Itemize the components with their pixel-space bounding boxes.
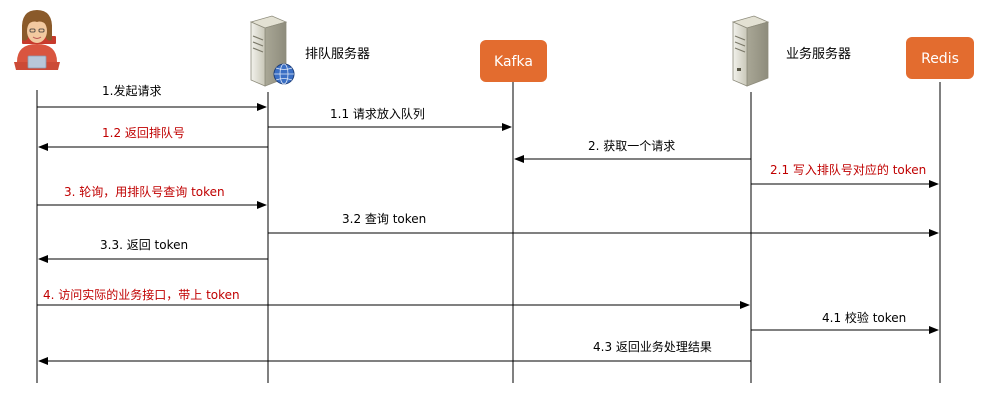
message-label-1-2: 1.2 返回排队号 bbox=[102, 125, 185, 140]
message-label-4-3: 4.3 返回业务处理结果 bbox=[593, 339, 712, 354]
message-label-3-3: 3.3. 返回 token bbox=[100, 238, 188, 252]
message-label-4-1: 4.1 校验 token bbox=[822, 310, 906, 325]
message-label-3: 3. 轮询，用排队号查询 token bbox=[64, 184, 225, 199]
user-avatar-icon bbox=[14, 10, 60, 70]
kafka-box: Kafka bbox=[480, 40, 547, 82]
redis-label: Redis bbox=[921, 51, 959, 67]
message-label-1-1: 1.1 请求放入队列 bbox=[330, 106, 425, 121]
queue-server-label: 排队服务器 bbox=[305, 46, 370, 62]
redis-box: Redis bbox=[906, 37, 974, 79]
messages: 1.发起请求 1.1 请求放入队列 1.2 返回排队号 2. 获取一个请求 2.… bbox=[37, 83, 939, 365]
biz-server-icon bbox=[731, 15, 770, 87]
message-label-2-1: 2.1 写入排队号对应的 token bbox=[770, 162, 926, 177]
message-label-3-2: 3.2 查询 token bbox=[342, 212, 426, 226]
kafka-label: Kafka bbox=[494, 54, 533, 70]
message-label-2: 2. 获取一个请求 bbox=[588, 139, 675, 153]
message-label-1: 1.发起请求 bbox=[102, 83, 161, 98]
message-label-4: 4. 访问实际的业务接口，带上 token bbox=[43, 287, 240, 302]
biz-server-label: 业务服务器 bbox=[786, 46, 851, 62]
queue-server-icon bbox=[249, 15, 295, 87]
